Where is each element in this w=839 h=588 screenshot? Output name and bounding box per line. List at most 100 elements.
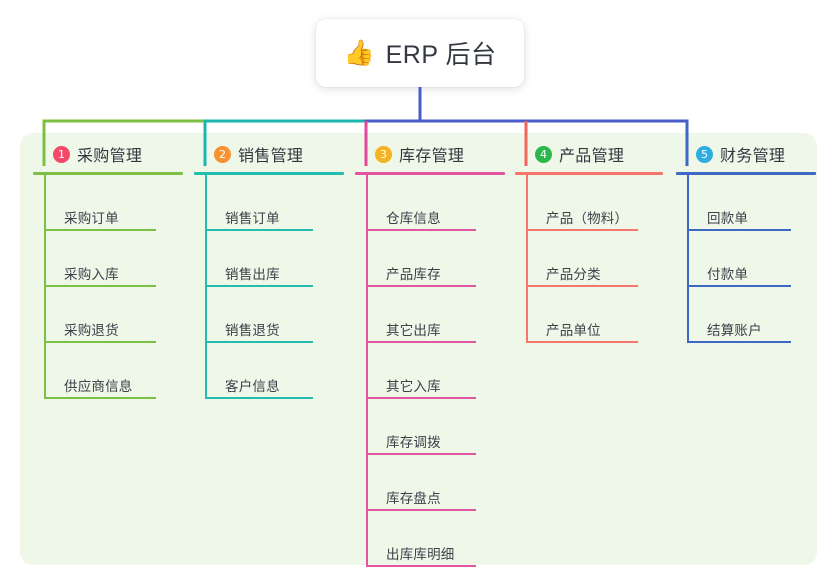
list-item-rule — [366, 341, 476, 343]
column-header-2[interactable]: 2 销售管理 — [194, 141, 344, 167]
list-item-label: 销售退货 — [225, 323, 280, 338]
list-item-rule — [687, 285, 791, 287]
column-badge-2: 2 — [214, 145, 231, 163]
list-item[interactable]: 库存调拨 — [366, 399, 505, 455]
list-item-rule — [526, 341, 638, 343]
list-item[interactable]: 销售出库 — [205, 231, 344, 287]
list-item-label: 销售订单 — [225, 211, 280, 226]
column-header-rule-4 — [515, 172, 663, 175]
list-item[interactable]: 采购退货 — [44, 287, 183, 343]
list-item-label: 产品库存 — [386, 267, 441, 282]
list-item[interactable]: 产品（物料） — [526, 175, 663, 231]
column-header-rule-1 — [33, 172, 183, 175]
column-badge-5: 5 — [696, 145, 713, 163]
column-badge-3: 3 — [375, 145, 392, 163]
column-title-4: 产品管理 — [559, 148, 625, 165]
column-spine-2 — [205, 175, 207, 399]
list-item[interactable]: 结算账户 — [687, 287, 816, 343]
list-item-rule — [526, 285, 638, 287]
list-item-label: 销售出库 — [225, 267, 280, 282]
column-header-5[interactable]: 5 财务管理 — [676, 141, 816, 167]
list-item-label: 客户信息 — [225, 379, 280, 394]
list-item[interactable]: 付款单 — [687, 231, 816, 287]
column-1: 1 采购管理采购订单采购入库采购退货供应商信息 — [33, 141, 183, 399]
list-item[interactable]: 采购订单 — [44, 175, 183, 231]
list-item-rule — [366, 565, 476, 567]
column-header-3[interactable]: 3 库存管理 — [355, 141, 505, 167]
list-item-label: 产品分类 — [546, 267, 601, 282]
list-item-rule — [687, 341, 791, 343]
column-title-5: 财务管理 — [720, 148, 786, 165]
list-item-rule — [44, 397, 156, 399]
column-title-3: 库存管理 — [399, 148, 465, 165]
list-item-label: 结算账户 — [707, 323, 762, 338]
list-item-rule — [44, 229, 156, 231]
column-3: 3 库存管理仓库信息产品库存其它出库其它入库库存调拨库存盘点出库库明细 — [355, 141, 505, 567]
column-items-3: 仓库信息产品库存其它出库其它入库库存调拨库存盘点出库库明细 — [366, 175, 505, 567]
list-item-label: 库存盘点 — [386, 491, 441, 506]
list-item[interactable]: 客户信息 — [205, 343, 344, 399]
root-node-title: ERP 后台 — [385, 41, 497, 69]
list-item-rule — [205, 341, 313, 343]
column-badge-4: 4 — [535, 145, 552, 163]
column-items-4: 产品（物料） 产品分类产品单位 — [526, 175, 663, 343]
list-item-label: 采购退货 — [64, 323, 119, 338]
list-item-rule — [366, 397, 476, 399]
column-header-4[interactable]: 4 产品管理 — [515, 141, 663, 167]
root-node-erp-backend[interactable]: 👍 ERP 后台 — [316, 19, 524, 87]
column-badge-1: 1 — [53, 145, 70, 163]
column-items-1: 采购订单采购入库采购退货供应商信息 — [44, 175, 183, 399]
column-header-rule-5 — [676, 172, 816, 175]
list-item-rule — [687, 229, 791, 231]
list-item-rule — [366, 229, 476, 231]
list-item-label: 产品（物料） — [546, 211, 629, 226]
list-item[interactable]: 其它入库 — [366, 343, 505, 399]
column-title-1: 采购管理 — [77, 148, 143, 165]
list-item-label: 采购订单 — [64, 211, 119, 226]
list-item-label: 其它出库 — [386, 323, 441, 338]
list-item-rule — [205, 397, 313, 399]
column-spine-5 — [687, 175, 689, 343]
list-item-label: 出库库明细 — [386, 547, 455, 562]
list-item-rule — [44, 341, 156, 343]
list-item[interactable]: 回款单 — [687, 175, 816, 231]
list-item[interactable]: 出库库明细 — [366, 511, 505, 567]
diagram-panel — [20, 133, 817, 565]
list-item-rule — [366, 509, 476, 511]
column-header-rule-2 — [194, 172, 344, 175]
list-item-rule — [205, 229, 313, 231]
column-header-rule-3 — [355, 172, 505, 175]
list-item-rule — [526, 229, 638, 231]
thumbs-up-icon: 👍 — [343, 38, 375, 67]
column-2: 2 销售管理销售订单销售出库销售退货客户信息 — [194, 141, 344, 399]
list-item[interactable]: 产品单位 — [526, 287, 663, 343]
list-item[interactable]: 采购入库 — [44, 231, 183, 287]
column-spine-4 — [526, 175, 528, 343]
list-item-label: 采购入库 — [64, 267, 119, 282]
column-4: 4 产品管理产品（物料） 产品分类产品单位 — [515, 141, 663, 343]
list-item-label: 付款单 — [707, 267, 749, 282]
list-item[interactable]: 销售退货 — [205, 287, 344, 343]
list-item-label: 仓库信息 — [386, 211, 441, 226]
list-item[interactable]: 库存盘点 — [366, 455, 505, 511]
column-items-5: 回款单付款单结算账户 — [687, 175, 816, 343]
list-item-rule — [366, 285, 476, 287]
list-item[interactable]: 产品库存 — [366, 231, 505, 287]
list-item[interactable]: 销售订单 — [205, 175, 344, 231]
column-title-2: 销售管理 — [238, 148, 304, 165]
column-items-2: 销售订单销售出库销售退货客户信息 — [205, 175, 344, 399]
list-item-rule — [205, 285, 313, 287]
list-item-label: 产品单位 — [546, 323, 601, 338]
column-5: 5 财务管理回款单付款单结算账户 — [676, 141, 816, 343]
list-item-label: 库存调拨 — [386, 435, 441, 450]
list-item[interactable]: 仓库信息 — [366, 175, 505, 231]
list-item-label: 供应商信息 — [64, 379, 133, 394]
list-item-rule — [366, 453, 476, 455]
list-item[interactable]: 供应商信息 — [44, 343, 183, 399]
column-spine-3 — [366, 175, 368, 567]
list-item-label: 回款单 — [707, 211, 749, 226]
list-item[interactable]: 其它出库 — [366, 287, 505, 343]
list-item[interactable]: 产品分类 — [526, 231, 663, 287]
column-header-1[interactable]: 1 采购管理 — [33, 141, 183, 167]
column-spine-1 — [44, 175, 46, 399]
